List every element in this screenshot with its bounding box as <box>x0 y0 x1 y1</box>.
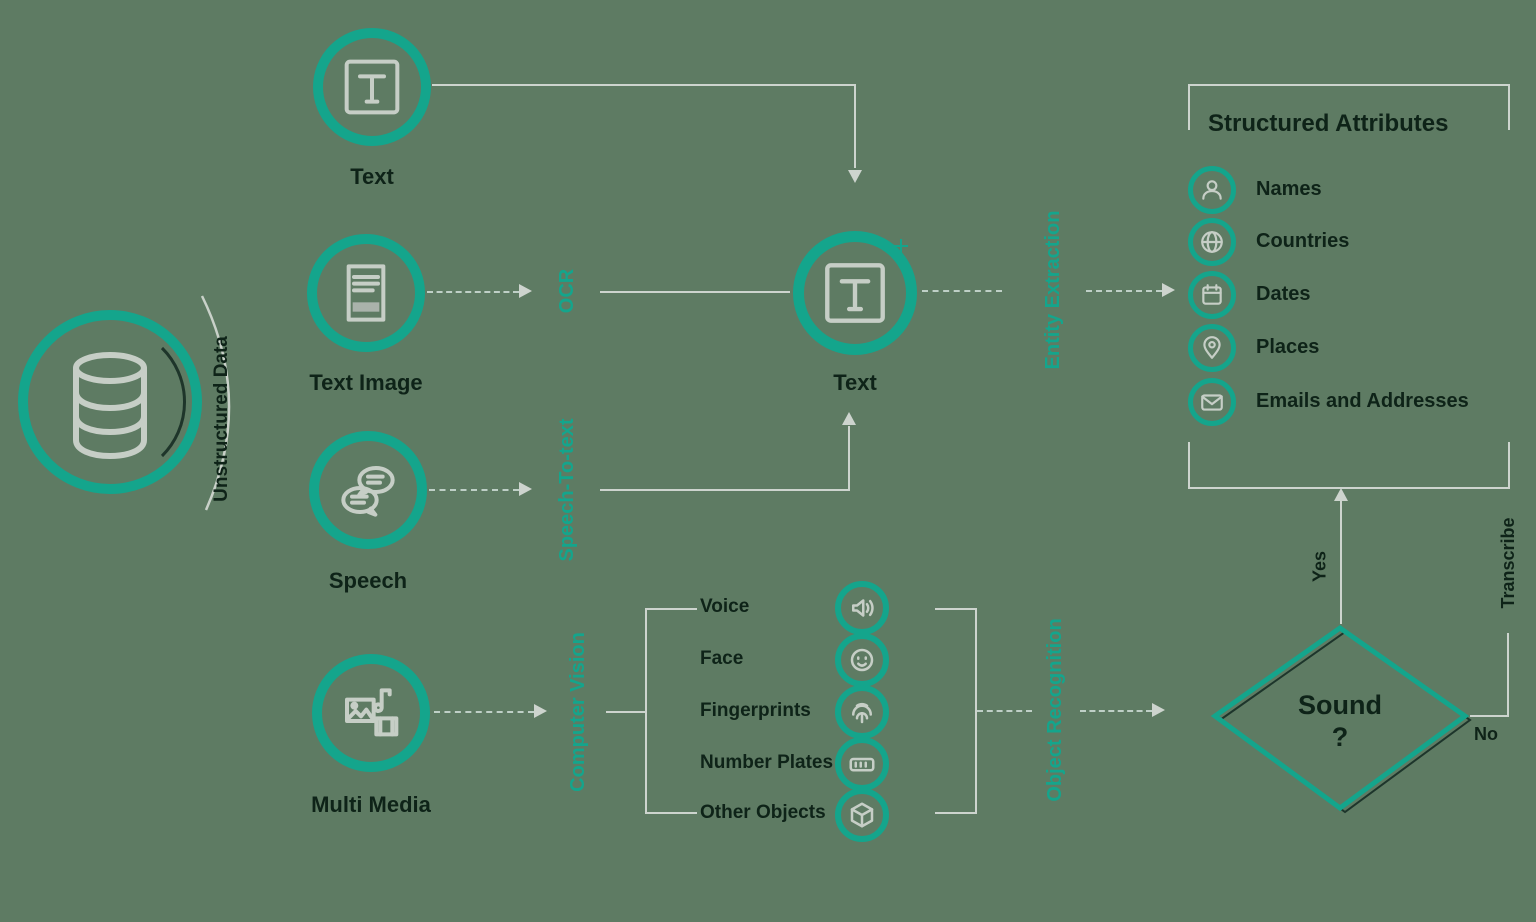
objects-bracket-right-bottom-stub <box>935 812 977 814</box>
objects-bracket-left-top-stub <box>645 608 697 610</box>
attr-names-ring <box>1188 166 1236 214</box>
person-icon <box>1202 180 1222 200</box>
decision-diamond <box>1210 624 1472 814</box>
objects-bracket-left-bottom-stub <box>645 812 697 814</box>
source-ring-shadow-arc <box>160 346 186 458</box>
panel-bracket-top <box>1188 84 1510 86</box>
connector-stt-out <box>600 489 850 491</box>
process-ocr-label: OCR <box>555 211 579 371</box>
input-text-ring <box>313 28 431 146</box>
arrowhead-right-icon <box>534 704 547 718</box>
process-cv-label: Computer Vision <box>566 612 590 812</box>
branch-transcribe-label: Transcribe <box>1496 493 1520 633</box>
vision-face-ring <box>835 633 889 687</box>
attr-countries-ring <box>1188 218 1236 266</box>
envelope-icon <box>1201 394 1223 411</box>
vision-otherobjects-ring <box>835 788 889 842</box>
panel-bracket-top-right-tick <box>1508 84 1510 130</box>
connector-ocr-out <box>600 291 790 293</box>
connector-entity-in <box>922 290 1002 292</box>
process-objrec-label: Object Recognition <box>1043 600 1067 820</box>
connector-multimedia <box>434 711 534 713</box>
attr-emails-ring <box>1188 378 1236 426</box>
input-speech-label: Speech <box>328 568 408 593</box>
vision-object-label: Fingerprints <box>700 700 811 721</box>
attr-dates-ring <box>1188 271 1236 319</box>
connector-textimage <box>427 291 519 293</box>
vision-object-label: Other Objects <box>700 802 826 823</box>
vision-object-label: Face <box>700 648 744 669</box>
connector-objrec-out <box>1080 710 1152 712</box>
objects-bracket-right <box>975 608 977 814</box>
input-speech-ring <box>309 431 427 549</box>
arrowhead-up-icon <box>842 412 856 425</box>
arrowhead-right-icon <box>519 482 532 496</box>
map-pin-icon <box>1203 336 1221 359</box>
process-entity-label: Entity Extraction <box>1041 190 1065 390</box>
yes-label: Yes <box>1309 550 1330 583</box>
arrowhead-down-icon <box>848 170 862 183</box>
source-label: Unstructured Data <box>211 336 232 502</box>
arrowhead-right-icon <box>1162 283 1175 297</box>
attr-item-label: Places <box>1256 336 1320 358</box>
input-textimage-ring <box>307 234 425 352</box>
number-plate-icon <box>849 757 875 772</box>
input-textimage-label: Text Image <box>309 370 423 395</box>
panel-bracket-bottom <box>1188 487 1510 489</box>
calendar-icon <box>1202 284 1222 305</box>
decision-question-mark: ? <box>1331 722 1349 752</box>
connector-objrec-in <box>977 710 1032 712</box>
connector-entity-out <box>1086 290 1162 292</box>
no-label: No <box>1474 724 1498 744</box>
source-brace-arc <box>200 295 231 511</box>
connector-yes <box>1340 496 1342 624</box>
connector-text-v <box>854 84 856 168</box>
text-icon <box>344 59 400 115</box>
process-stt-label: Speech-To-text <box>555 390 579 590</box>
text-icon <box>825 263 885 323</box>
vision-object-label: Number Plates <box>700 752 834 773</box>
input-multimedia-label: Multi Media <box>311 792 431 817</box>
database-icon <box>73 352 147 459</box>
multimedia-icon <box>345 688 399 737</box>
face-icon <box>850 648 874 672</box>
textnode-label: Text <box>833 370 877 395</box>
panel-title: Structured Attributes <box>1208 110 1449 137</box>
panel-bracket-bottom-left-tick <box>1188 442 1190 488</box>
connector-no-h <box>1470 715 1508 717</box>
attr-item-label: Dates <box>1256 283 1311 305</box>
panel-bracket-bottom-right-tick <box>1508 442 1510 488</box>
vision-voice-ring <box>835 581 889 635</box>
arrowhead-up-icon <box>1334 488 1348 501</box>
attr-places-ring <box>1188 324 1236 372</box>
connector-cv-out <box>606 711 646 713</box>
cube-icon <box>850 802 874 828</box>
input-multimedia-ring <box>312 654 430 772</box>
speech-icon <box>341 466 395 517</box>
decision-title: Sound <box>1298 690 1382 720</box>
connector-speech <box>429 489 519 491</box>
vision-object-label: Voice <box>700 596 750 617</box>
connector-text-h <box>432 84 856 86</box>
arrowhead-right-icon <box>1152 703 1165 717</box>
sparkle-icon <box>894 239 908 253</box>
globe-icon <box>1201 231 1223 253</box>
panel-bracket-top-left-tick <box>1188 84 1190 130</box>
source-node-ring <box>18 310 202 494</box>
fingerprint-icon <box>852 702 872 724</box>
attr-item-label: Names <box>1256 178 1322 200</box>
objects-bracket-left <box>645 608 647 814</box>
attr-item-label: Countries <box>1256 230 1350 252</box>
arrowhead-right-icon <box>519 284 532 298</box>
attr-item-label: Emails and Addresses <box>1256 390 1469 412</box>
vision-fingerprint-ring <box>835 685 889 739</box>
objects-bracket-right-top-stub <box>935 608 977 610</box>
textnode-ring <box>793 231 917 355</box>
input-text-label: Text <box>350 164 394 189</box>
sound-wave-icon <box>852 599 874 617</box>
text-image-icon <box>346 264 386 322</box>
connector-stt-up <box>848 426 850 490</box>
